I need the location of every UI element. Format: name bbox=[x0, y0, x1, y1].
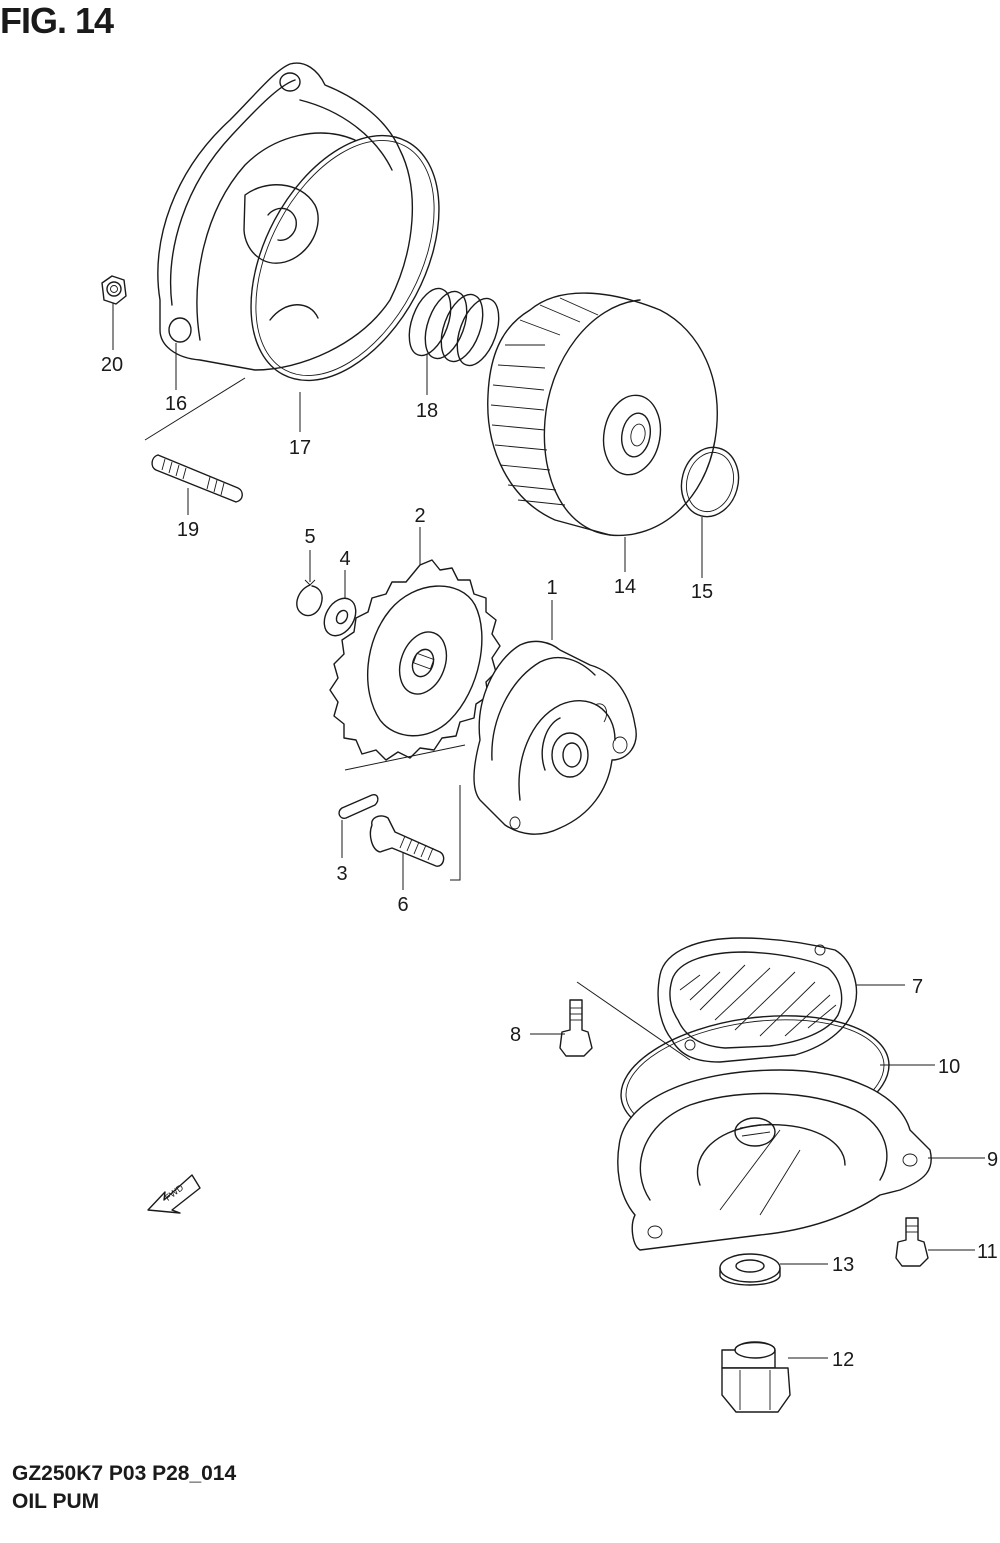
part-15-o-ring[interactable] bbox=[674, 441, 746, 523]
callout-19: 19 bbox=[177, 519, 199, 541]
callout-1: 1 bbox=[546, 577, 557, 599]
callout-12: 12 bbox=[832, 1349, 854, 1371]
callout-17: 17 bbox=[289, 437, 311, 459]
part-18-spring[interactable] bbox=[401, 283, 507, 371]
fwd-direction-arrow: FWD bbox=[147, 1174, 201, 1214]
callout-4: 4 bbox=[339, 548, 350, 570]
callout-10: 10 bbox=[938, 1056, 960, 1078]
callout-labels: 1 2 3 4 5 6 7 8 9 10 11 12 13 14 15 16 1… bbox=[101, 354, 998, 1371]
figure-title: FIG. 14 bbox=[0, 0, 114, 41]
part-12-drain-plug[interactable] bbox=[721, 1341, 791, 1413]
part-14-oil-filter[interactable] bbox=[487, 292, 718, 537]
part-8-bolt[interactable] bbox=[559, 999, 593, 1057]
callout-7: 7 bbox=[912, 976, 923, 998]
section-name: OIL PUM bbox=[12, 1490, 100, 1513]
assembly-line-19-16 bbox=[144, 377, 246, 441]
callout-20: 20 bbox=[101, 354, 123, 376]
part-5-circlip[interactable] bbox=[296, 579, 323, 617]
part-16-filter-cover[interactable] bbox=[157, 62, 413, 371]
part-2-driven-gear[interactable] bbox=[329, 559, 501, 761]
callout-2: 2 bbox=[414, 505, 425, 527]
part-4-washer[interactable] bbox=[318, 593, 362, 642]
callout-8: 8 bbox=[510, 1024, 521, 1046]
part-11-bolt[interactable] bbox=[895, 1217, 929, 1267]
assembly-line-6-1 bbox=[450, 785, 461, 881]
part-1-oil-pump[interactable] bbox=[473, 640, 637, 835]
callout-11: 11 bbox=[977, 1241, 998, 1263]
part-19-stud-bolt[interactable] bbox=[151, 454, 243, 503]
callout-18: 18 bbox=[416, 400, 438, 422]
leader-lines bbox=[112, 303, 985, 1359]
callout-14: 14 bbox=[614, 576, 636, 598]
part-7-oil-strainer[interactable] bbox=[657, 937, 858, 1063]
callout-16: 16 bbox=[165, 393, 187, 415]
callout-13: 13 bbox=[832, 1254, 854, 1276]
part-13-gasket[interactable] bbox=[719, 1253, 781, 1286]
callout-5: 5 bbox=[304, 526, 315, 548]
callout-15: 15 bbox=[691, 581, 713, 603]
assembly-line-8-9 bbox=[576, 981, 691, 1061]
part-6-bolt[interactable] bbox=[369, 815, 445, 867]
assembly-line-2-1 bbox=[344, 744, 466, 771]
part-3-pin[interactable] bbox=[338, 793, 379, 820]
part-9-oil-sump[interactable] bbox=[617, 1069, 932, 1251]
callout-3: 3 bbox=[336, 863, 347, 885]
callout-9: 9 bbox=[987, 1149, 998, 1171]
part-20-nut[interactable] bbox=[101, 275, 127, 305]
model-code: GZ250K7 P03 P28_014 bbox=[12, 1462, 237, 1485]
part-17-o-ring[interactable] bbox=[212, 104, 477, 412]
callout-6: 6 bbox=[397, 894, 408, 916]
